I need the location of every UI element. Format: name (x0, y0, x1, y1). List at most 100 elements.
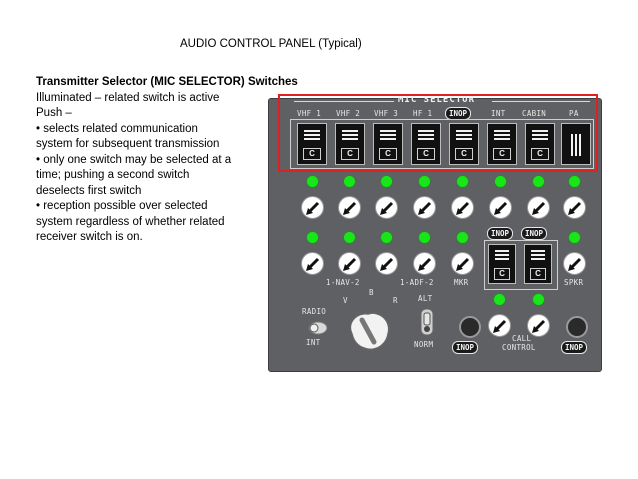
mic-selector-highlight (278, 94, 598, 172)
mic-selector-rule-right (492, 101, 590, 102)
receiver-light (381, 176, 392, 187)
description-line: Push – (36, 107, 72, 119)
receiver-volume-knob[interactable] (413, 196, 436, 219)
selector-v-label: V (343, 296, 348, 305)
page-title: AUDIO CONTROL PANEL (Typical) (180, 38, 362, 50)
mic-selector-title: MIC SELECTOR (398, 95, 476, 105)
mic-label-int: INT (491, 109, 506, 118)
call-label: CALL (512, 334, 532, 343)
mic-switch-hf1[interactable]: C (411, 123, 441, 165)
mic-switch-int[interactable]: C (487, 123, 517, 165)
inop-switch-frame (484, 240, 558, 290)
control-label: CONTROL (502, 343, 536, 352)
description-line: system for subsequent transmission (36, 138, 220, 150)
receiver-light (457, 176, 468, 187)
switch-lights (418, 130, 434, 142)
receiver-light (457, 232, 468, 243)
call-light (494, 294, 505, 305)
inop-badge: INOP (561, 341, 588, 354)
alt-norm-toggle[interactable] (418, 307, 436, 337)
receiver-light (569, 176, 580, 187)
description-block: Transmitter Selector (MIC SELECTOR) Swit… (36, 75, 298, 246)
receiver-volume-knob[interactable] (338, 252, 361, 275)
receiver-volume-knob[interactable] (375, 196, 398, 219)
inop-switch-left[interactable]: C (488, 244, 516, 284)
mic-switch-vhf2[interactable]: C (335, 123, 365, 165)
filter-selector-knob[interactable] (344, 306, 396, 354)
switch-call-light: C (493, 148, 511, 160)
int-label: INT (306, 338, 321, 347)
receiver-volume-knob[interactable] (451, 252, 474, 275)
call-volume-knob[interactable] (488, 314, 511, 337)
receiver-volume-knob[interactable] (527, 196, 550, 219)
receiver-light (419, 176, 430, 187)
mic-switch-vhf3[interactable]: C (373, 123, 403, 165)
receiver-volume-knob[interactable] (375, 252, 398, 275)
mic-selector-rule-left (294, 101, 394, 102)
switch-call-light: C (379, 148, 397, 160)
receiver-volume-knob[interactable] (563, 252, 586, 275)
nav-label: 1-NAV-2 (326, 278, 360, 287)
call-light (533, 294, 544, 305)
switch-call-light: C (341, 148, 359, 160)
radio-label: RADIO (302, 307, 327, 316)
description-line: • only one switch may be selected at a (36, 153, 232, 166)
receiver-volume-knob[interactable] (413, 252, 436, 275)
receiver-light (344, 176, 355, 187)
radio-int-toggle[interactable] (307, 320, 329, 336)
switch-lights (304, 130, 320, 142)
call-button[interactable] (459, 316, 481, 338)
description-line: system regardless of whether related (36, 215, 225, 228)
receiver-light (307, 232, 318, 243)
mic-label-hf1: HF 1 (413, 109, 433, 118)
mic-switch-pa[interactable] (561, 123, 591, 165)
description-line: • selects related communication (36, 122, 198, 135)
switch-lights (532, 130, 548, 142)
switch-lights (531, 250, 545, 262)
mic-switch-cabin[interactable]: C (525, 123, 555, 165)
inop-switch-right[interactable]: C (524, 244, 552, 284)
receiver-volume-knob[interactable] (301, 196, 324, 219)
switch-call-light: C (303, 148, 321, 160)
receiver-volume-knob[interactable] (301, 252, 324, 275)
selector-b-label: B (369, 288, 374, 297)
description-heading: Transmitter Selector (MIC SELECTOR) Swit… (36, 76, 298, 88)
inop-badge: INOP (521, 227, 548, 240)
receiver-light (381, 232, 392, 243)
spkr-label: SPKR (564, 278, 584, 287)
mic-label-vhf2: VHF 2 (336, 109, 361, 118)
description-line: deselects first switch (36, 184, 142, 197)
switch-lights (456, 130, 472, 142)
receiver-light (344, 232, 355, 243)
switch-lights (571, 134, 583, 156)
mic-label-vhf1: VHF 1 (297, 109, 322, 118)
mic-switch-vhf1[interactable]: C (297, 123, 327, 165)
mic-selector-frame (290, 119, 594, 169)
switch-call-light: C (417, 148, 435, 160)
switch-lights (342, 130, 358, 142)
receiver-volume-knob[interactable] (563, 196, 586, 219)
call-volume-knob[interactable] (527, 314, 550, 337)
switch-lights (380, 130, 396, 142)
description-line: receiver switch is on. (36, 231, 143, 243)
receiver-light (569, 232, 580, 243)
mic-switch-inop[interactable]: C (449, 123, 479, 165)
receiver-volume-knob[interactable] (451, 196, 474, 219)
receiver-volume-knob[interactable] (338, 196, 361, 219)
alt-label: ALT (418, 294, 433, 303)
inop-badge: INOP (452, 341, 479, 354)
switch-call-light: C (494, 268, 510, 280)
norm-label: NORM (414, 340, 434, 349)
switch-lights (494, 130, 510, 142)
mkr-label: MKR (454, 278, 469, 287)
switch-call-light: C (530, 268, 546, 280)
receiver-light (495, 176, 506, 187)
receiver-volume-knob[interactable] (489, 196, 512, 219)
mic-label-pa: PA (569, 109, 579, 118)
mic-label-vhf3: VHF 3 (374, 109, 399, 118)
receiver-light (419, 232, 430, 243)
description-line: Illuminated – related switch is active (36, 91, 220, 104)
call-button[interactable] (566, 316, 588, 338)
switch-lights (495, 250, 509, 262)
switch-call-light: C (531, 148, 549, 160)
